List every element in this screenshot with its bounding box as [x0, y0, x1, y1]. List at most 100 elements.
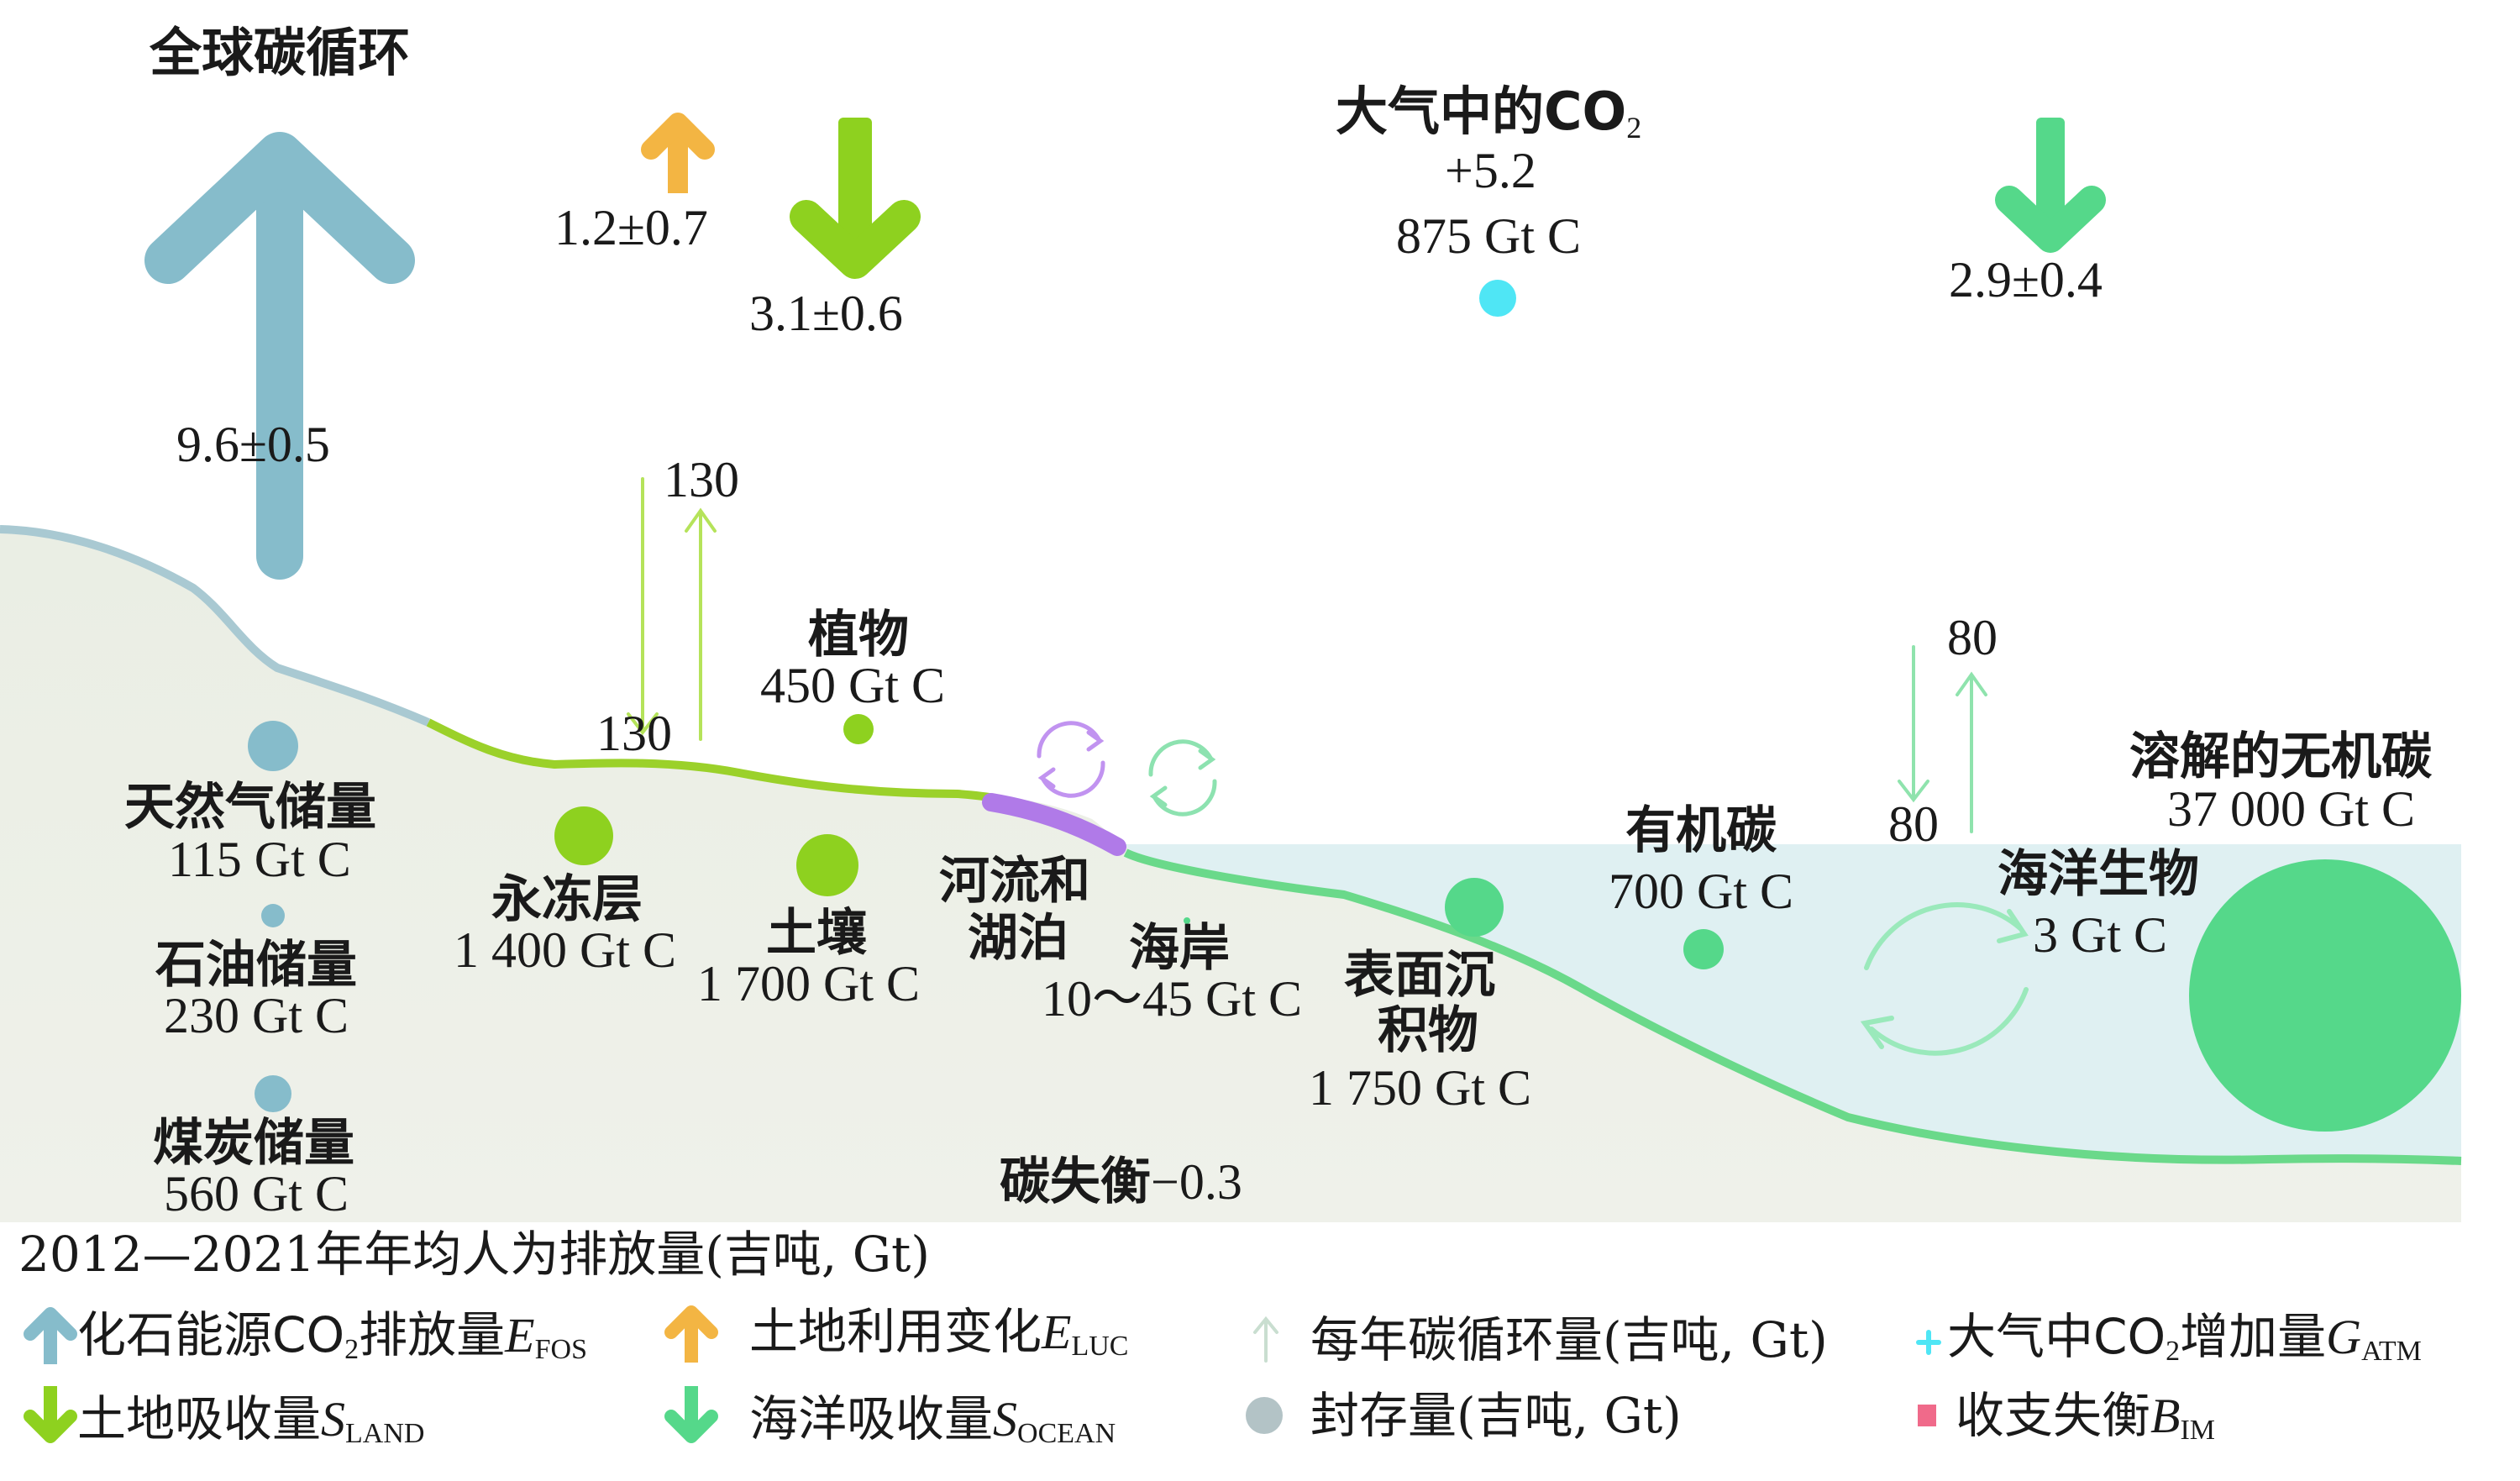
legend-fossil-symbol-sub: FOS [534, 1334, 587, 1365]
carbon-imbalance: 碳失衡−0.3 [1000, 1156, 1242, 1209]
land-surface [426, 718, 1026, 811]
atmosphere-stock-dot [1479, 280, 1516, 317]
gas-stock-value: 115 Gt C [168, 832, 351, 887]
marine-biota-name: 海洋生物 [1998, 845, 2199, 904]
soil-stock-dot [796, 834, 858, 896]
coast-stock-value: 10～45 Gt C [1042, 971, 1303, 1027]
legend-imbalance-symbol-sub: IM [2180, 1415, 2216, 1446]
legend-imbalance-text: 收支失衡 [1956, 1387, 2151, 1444]
legend-cycle-icon [1253, 1316, 1278, 1363]
legend-stock: 封存量(吉吨, Gt) [1310, 1387, 1682, 1444]
legend-atm-sub: 2 [2166, 1336, 2181, 1367]
soil-stock-value: 1 700 Gt C [697, 956, 921, 1011]
legend-ocean-text: 海洋吸收量 [749, 1390, 994, 1447]
legend-atm: 大气中CO2增加量GATM [1947, 1312, 2422, 1366]
imbalance-value: −0.3 [1151, 1154, 1242, 1210]
ocean-floor [1123, 848, 2462, 1165]
sediment-name-line1: 表面沉 [1344, 946, 1495, 1005]
legend-luc-symbol: E [1042, 1305, 1072, 1359]
sediment-name-line2: 积物 [1378, 1001, 1478, 1060]
legend-heading: 2012—2021年年均人为排放量(吉吨, Gt) [18, 1226, 930, 1283]
marine-biota-cycle-icon [1860, 902, 2029, 1056]
imbalance-label: 碳失衡 [1000, 1153, 1151, 1211]
fossil-emission-arrow [144, 132, 415, 580]
land-sink-arrow [790, 118, 921, 279]
legend-fossil-text: 化石能源CO [77, 1306, 345, 1363]
dic-stock-value: 37 000 Gt C [2167, 781, 2416, 837]
legend-luc-text: 土地利用变化 [749, 1303, 1042, 1360]
legend-ocean-icon [664, 1386, 718, 1443]
oil-stock-name: 石油储量 [155, 936, 357, 995]
permafrost-stock-name: 永冻层 [491, 870, 643, 929]
organic-stock-dot [1683, 929, 1724, 969]
legend-ocean: 海洋吸收量SOCEAN [749, 1394, 1116, 1448]
legend-imbalance-symbol: B [2150, 1389, 2181, 1443]
organic-stock-value: 700 Gt C [1609, 864, 1794, 919]
gas-stock-name: 天然气储量 [124, 778, 376, 837]
legend-luc: 土地利用变化ELUC [749, 1307, 1128, 1361]
atmosphere-label-sub: 2 [1626, 111, 1642, 144]
legend-imbalance-icon [1918, 1405, 1936, 1426]
atmosphere-growth: +5.2 [1445, 143, 1536, 198]
legend-fossil-icon [24, 1307, 77, 1364]
legend-atm-text: 大气中CO [1947, 1308, 2166, 1365]
river-segment [982, 793, 1126, 856]
legend-atm-text2: 增加量 [2180, 1308, 2327, 1365]
gas-stock-dot [248, 721, 298, 771]
soil-stock-name: 土壤 [766, 904, 867, 963]
legend-atm-symbol-sub: ATM [2361, 1336, 2422, 1367]
diagram-title: 全球碳循环 [150, 22, 411, 83]
legend-imbalance: 收支失衡BIM [1956, 1391, 2215, 1445]
ocean-exchange-arrows [1898, 645, 1987, 833]
legend-luc-symbol-sub: LUC [1071, 1331, 1129, 1362]
ocean-exchange-up-value: 80 [1947, 610, 1998, 665]
luc-emission-arrow [641, 113, 715, 193]
rivers-name-line1: 河流和 [939, 852, 1090, 911]
legend-land: 土地吸收量SLAND [77, 1394, 424, 1448]
coal-stock-name: 煤炭储量 [153, 1114, 354, 1173]
vegetation-stock-name: 植物 [808, 606, 909, 664]
legend-land-text: 土地吸收量 [77, 1390, 322, 1447]
rivers-name-line2: 湖泊 [968, 909, 1068, 968]
ocean-sink-arrow [1995, 118, 2106, 253]
land-exchange-arrows [627, 477, 717, 741]
sediment-stock-dot [1445, 878, 1504, 937]
permafrost-stock-dot [554, 806, 613, 865]
coast-stock-dot [1184, 917, 1190, 924]
sediment-stock-value: 1 750 Gt C [1309, 1060, 1532, 1116]
legend-land-symbol-sub: LAND [345, 1418, 425, 1449]
organic-stock-name: 有机碳 [1625, 801, 1777, 860]
coast-cycle-icon [1148, 739, 1217, 817]
fossil-flux-value: 9.6±0.5 [176, 417, 330, 472]
river-cycle-icon [1037, 721, 1105, 798]
ground-cross-section [0, 529, 2461, 1222]
legend-atm-icon [1916, 1330, 1941, 1355]
coal-stock-dot [255, 1075, 291, 1112]
vegetation-stock-dot [843, 714, 874, 744]
luc-flux-value: 1.2±0.7 [554, 200, 708, 255]
legend-land-symbol: S [321, 1392, 346, 1447]
legend-fossil-sub: 2 [344, 1334, 360, 1365]
vegetation-stock-value: 450 Gt C [760, 658, 946, 713]
legend-ocean-symbol-sub: OCEAN [1017, 1418, 1116, 1449]
coast-stock-name: 海岸 [1129, 919, 1230, 978]
legend-fossil: 化石能源CO2排放量EFOS [77, 1310, 587, 1364]
oil-stock-dot [261, 904, 285, 927]
atmosphere-stock: 875 Gt C [1396, 208, 1582, 264]
permafrost-stock-value: 1 400 Gt C [454, 922, 677, 978]
upland-edge [0, 525, 430, 727]
atmosphere-label-text: 大气中的CO [1336, 81, 1627, 142]
legend-land-icon [24, 1386, 77, 1443]
coal-stock-value: 560 Gt C [164, 1166, 349, 1221]
marine-biota-value: 3 Gt C [2033, 907, 2168, 963]
dic-stock-name: 溶解的无机碳 [2129, 727, 2432, 786]
ocean-exchange-down-value: 80 [1888, 796, 1939, 852]
legend-fossil-text2: 排放量 [359, 1306, 506, 1363]
land-exchange-down-value: 130 [596, 706, 672, 761]
legend-fossil-symbol: E [505, 1308, 535, 1363]
atmosphere-label: 大气中的CO2 [1336, 84, 1641, 144]
land-exchange-up-value: 130 [664, 452, 739, 507]
legend-luc-icon [664, 1305, 718, 1363]
